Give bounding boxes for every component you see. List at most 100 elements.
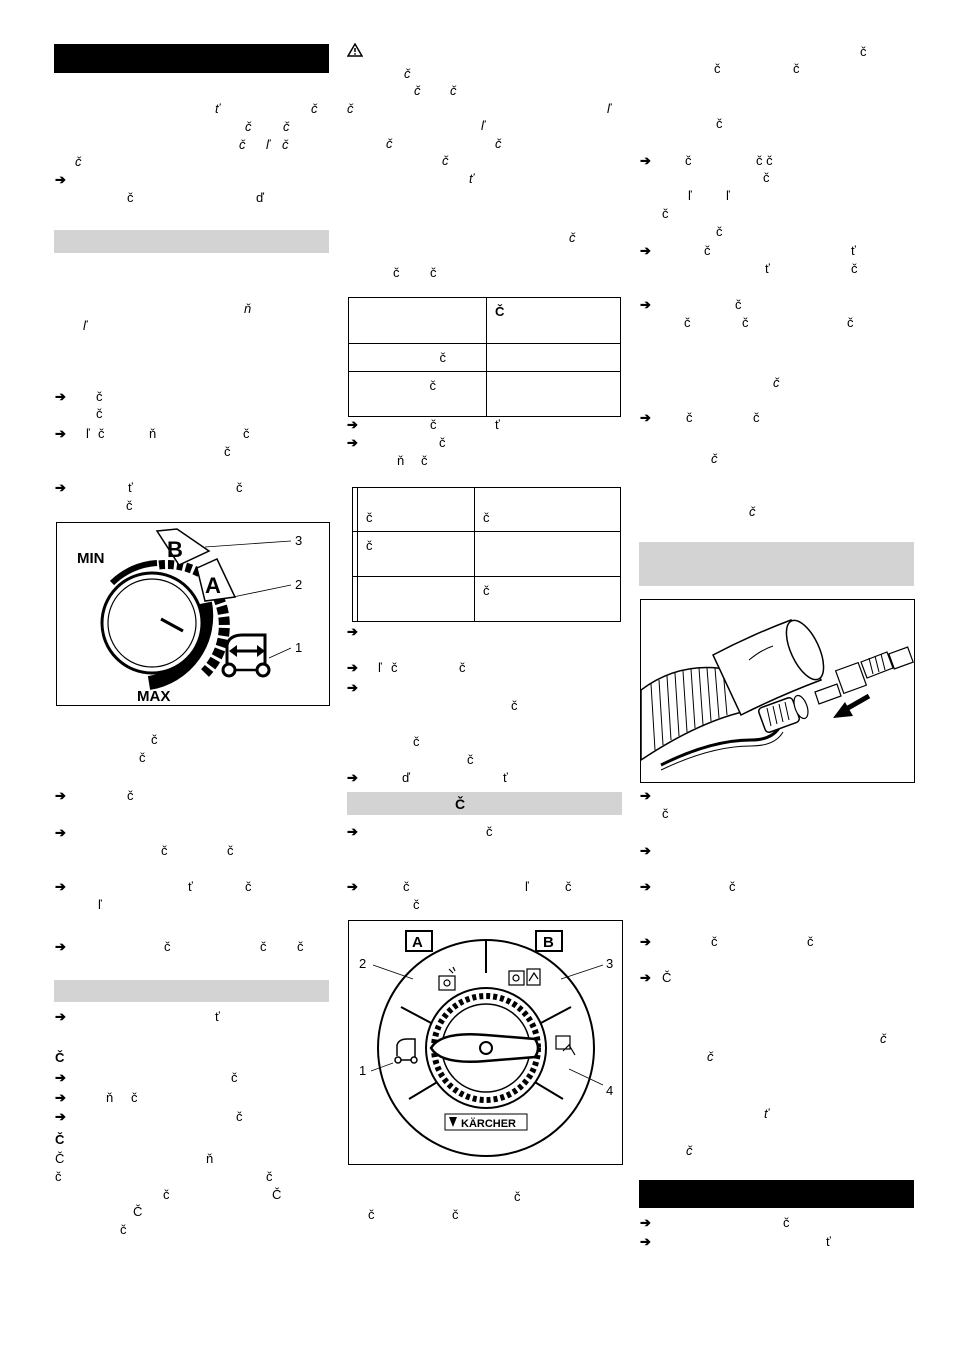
text-fragment: č xyxy=(260,939,267,954)
text-fragment: č xyxy=(684,315,691,330)
text-fragment: č xyxy=(266,1169,273,1184)
bullet-arrow-icon: ➔ xyxy=(55,426,66,441)
table-cell: č xyxy=(357,487,475,532)
text-fragment: č xyxy=(236,1109,243,1124)
text-fragment: č xyxy=(430,265,437,280)
bullet-arrow-icon: ➔ xyxy=(347,417,358,432)
bullet-arrow-icon: ➔ xyxy=(55,480,66,495)
text-fragment: ť xyxy=(495,417,500,432)
section-subheader-bar xyxy=(54,980,329,1002)
table-cell-text: č xyxy=(483,583,490,598)
text-fragment: č xyxy=(430,417,437,432)
text-fragment: č xyxy=(413,897,420,912)
bullet-arrow-icon: ➔ xyxy=(640,410,651,425)
text-fragment: ť xyxy=(469,171,474,186)
text-fragment: č xyxy=(139,750,146,765)
text-fragment: č xyxy=(486,824,493,839)
text-fragment: ľ xyxy=(607,101,611,116)
text-fragment: č xyxy=(120,1222,127,1237)
text-fragment: č xyxy=(127,788,134,803)
text-fragment: ľ xyxy=(83,318,87,333)
text-fragment: č xyxy=(793,61,800,76)
pressure-dial-figure: B A MIN MAX 3 2 1 xyxy=(56,522,330,706)
bullet-arrow-icon: ➔ xyxy=(55,1070,66,1085)
bullet-arrow-icon: ➔ xyxy=(55,1109,66,1124)
brand-logo-icon xyxy=(449,1117,457,1127)
text-fragment: č xyxy=(163,1187,170,1202)
bullet-arrow-icon: ➔ xyxy=(55,788,66,803)
table-cell-text: č xyxy=(439,350,447,365)
text-fragment: č xyxy=(847,315,854,330)
text-fragment: č xyxy=(685,153,692,168)
text-fragment: č xyxy=(236,480,243,495)
bullet-arrow-icon: ➔ xyxy=(55,1009,66,1024)
bullet-arrow-icon: ➔ xyxy=(347,660,358,675)
dial-label-max: MAX xyxy=(137,688,170,705)
text-fragment: č xyxy=(716,116,723,131)
bullet-arrow-icon: ➔ xyxy=(55,389,66,404)
text-fragment: č xyxy=(368,1207,375,1222)
text-fragment: č xyxy=(151,732,158,747)
table-cell: č xyxy=(348,371,487,417)
text-fragment: č xyxy=(662,206,669,221)
text-fragment: č xyxy=(96,389,103,404)
table-cell: Č xyxy=(486,297,621,344)
text-fragment: č xyxy=(569,230,576,245)
bullet-arrow-icon: ➔ xyxy=(347,624,358,639)
warning-triangle-icon xyxy=(347,43,363,57)
text-fragment: ľ xyxy=(86,426,90,441)
text-fragment: č xyxy=(511,698,518,713)
bullet-arrow-icon: ➔ xyxy=(640,788,651,803)
bullet-arrow-icon: ➔ xyxy=(347,435,358,450)
text-fragment: č xyxy=(404,66,411,81)
detergent-brush-icon xyxy=(508,968,541,986)
text-fragment: č xyxy=(131,1090,138,1105)
hose-coupling-figure xyxy=(640,599,915,783)
text-fragment: č xyxy=(413,734,420,749)
bullet-arrow-icon: ➔ xyxy=(55,172,66,187)
text-fragment: č xyxy=(403,879,410,894)
bullet-arrow-icon: ➔ xyxy=(640,1215,651,1230)
text-fragment: č xyxy=(860,44,867,59)
settings-table: č č č č xyxy=(352,487,621,622)
bullet-arrow-icon: ➔ xyxy=(640,1234,651,1249)
section-subheader-text: Č xyxy=(455,796,466,812)
text-fragment: č xyxy=(807,934,814,949)
text-fragment: č xyxy=(459,660,466,675)
trolley-icon xyxy=(394,1038,418,1064)
table-cell xyxy=(348,297,487,344)
text-fragment: č xyxy=(686,1143,693,1158)
mode-label-b: B xyxy=(543,934,554,951)
text-fragment: ľ xyxy=(525,879,529,894)
text-fragment: č xyxy=(414,83,421,98)
text-fragment: ď xyxy=(402,770,410,785)
bullet-arrow-icon: ➔ xyxy=(347,770,358,785)
callout-number: 1 xyxy=(359,1063,366,1078)
text-fragment: ľ xyxy=(688,188,692,203)
table-cell: č xyxy=(474,487,621,532)
dial-label-b: B xyxy=(167,537,183,562)
table-cell-text: č xyxy=(483,510,490,525)
text-fragment: ť xyxy=(128,480,133,495)
text-fragment: č xyxy=(231,1070,238,1085)
inline-heading: Č xyxy=(55,1132,65,1147)
text-fragment: ť xyxy=(215,101,220,116)
bullet-arrow-icon: ➔ xyxy=(55,825,66,840)
text-fragment: ť xyxy=(188,879,193,894)
text-fragment: č xyxy=(421,453,428,468)
text-fragment: č xyxy=(880,1031,887,1046)
text-fragment: č xyxy=(711,934,718,949)
bullet-arrow-icon: ➔ xyxy=(640,970,651,985)
text-fragment: č xyxy=(347,101,354,116)
table-cell-text: č xyxy=(366,538,373,553)
bullet-arrow-icon: ➔ xyxy=(640,243,651,258)
table-cell xyxy=(474,531,621,577)
bullet-arrow-icon: ➔ xyxy=(55,1090,66,1105)
text-fragment: ň xyxy=(206,1151,214,1166)
pressure-dial-illustration: B A MIN MAX 3 2 1 xyxy=(77,528,302,705)
text-fragment: č xyxy=(75,154,82,169)
hose-coupling-illustration xyxy=(640,619,914,771)
callout-number: 1 xyxy=(295,640,302,655)
text-fragment: č xyxy=(783,1215,790,1230)
text-fragment: ď xyxy=(256,190,264,205)
